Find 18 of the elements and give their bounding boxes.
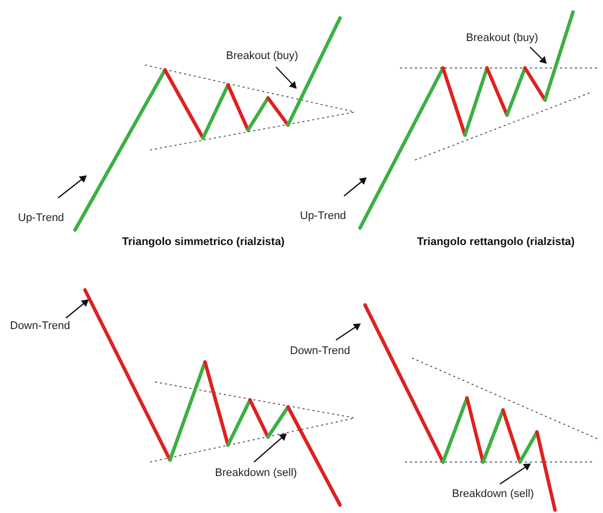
leader-arrow — [336, 323, 361, 340]
leader-arrow — [500, 463, 531, 484]
leader-arrow — [66, 299, 89, 318]
annotation-text: Down-Trend — [10, 320, 70, 333]
annotation-text: Breakdown (sell) — [452, 488, 534, 501]
annotation-text: Down-Trend — [290, 345, 350, 358]
annotation-text: Up-Trend — [300, 210, 346, 223]
annotation-text: Up-Trend — [18, 212, 64, 225]
leader-arrow — [58, 175, 87, 198]
leader-arrow — [254, 433, 287, 462]
leader-arrow — [276, 66, 297, 89]
annotation-text: Breakdown (sell) — [215, 467, 297, 480]
leader-arrow — [530, 46, 547, 64]
pattern-title: Triangolo rettangolo (rialzista) — [417, 236, 575, 248]
annotation-text: Breakout (buy) — [226, 50, 298, 63]
leader-arrow — [344, 177, 367, 196]
pattern-title: Triangolo simmetrico (rialzista) — [122, 236, 285, 248]
annotation-text: Breakout (buy) — [466, 32, 538, 45]
